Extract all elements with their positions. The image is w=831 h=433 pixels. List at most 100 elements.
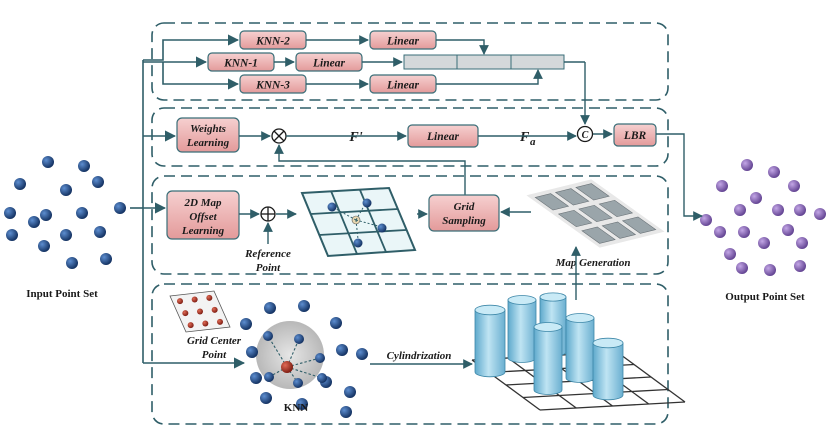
output-point [750,192,762,204]
knn-neighbor [294,334,304,344]
knn-point [264,302,276,314]
output-point [758,237,770,249]
f-prime-label: F' [348,130,362,145]
input-point [60,229,72,241]
input-point [6,229,18,241]
knn-neighbor [293,378,303,388]
knn-point [240,318,252,330]
svg-text:Linear: Linear [426,131,459,143]
map-offset-learning-block: 2D Map Offset Learning [166,190,240,240]
svg-text:Linear: Linear [312,58,345,70]
output-point [700,214,712,226]
knn-point [296,398,308,410]
knn-point [246,346,258,358]
map-cell [598,199,634,218]
cylinder-top [533,322,563,332]
grid-center-dot [211,306,218,313]
cylinder [533,322,563,395]
input-point [114,202,126,214]
knn-link [268,366,288,378]
knn-cluster [240,300,368,418]
reference-point-label-2: Point [256,262,281,274]
knn-1-block: KNN-1 [207,52,275,72]
cylinder [592,337,624,401]
output-point [814,208,826,220]
knn-point [344,386,356,398]
cylinder-body [592,342,624,401]
concat-operator: C [576,125,594,143]
grid-center-dot [177,298,183,305]
grid-center-dot [197,308,203,315]
cylinder-body [474,309,506,378]
map-offset-branch-box [151,175,669,275]
linear-block-weights: Linear [407,124,479,148]
knn-2-block: KNN-2 [239,30,307,50]
input-point [38,240,50,252]
map-cell [554,188,590,206]
cylinder-top [474,304,506,316]
svg-text:KNN-1: KNN-1 [223,58,258,70]
cylinder-top [539,292,567,302]
grid-center-dot [187,322,194,329]
grid-center-point-label-1: Grid Center [187,335,242,347]
output-point [716,180,728,192]
map-cell [534,193,570,211]
floor-grid-line [616,351,686,403]
linear-block-knn2: Linear [369,30,437,50]
cylinder-field [471,292,686,411]
floor-grid-line [539,401,686,411]
svg-text:Learning: Learning [181,225,225,237]
knn-branch-box [151,22,669,101]
knn-point [298,300,310,312]
output-point [714,226,726,238]
grid-sampling-block: Grid Sampling [428,194,500,232]
knn-3-block: KNN-3 [239,74,307,94]
input-point [94,226,106,238]
knn-link [286,366,299,384]
weights-learning-block: Weights Learning [176,117,240,153]
svg-text:a: a [530,136,536,148]
map-cell [557,209,593,228]
f-a-label: F a [519,130,536,148]
input-point [76,207,88,219]
svg-text:C: C [582,130,589,141]
output-point [741,159,753,171]
map-cell [621,216,657,234]
output-point [736,262,748,274]
output-point [768,166,780,178]
output-point [782,224,794,236]
svg-text:LBR: LBR [623,130,647,142]
grid-center-dot [191,296,198,303]
map-cell [601,221,637,239]
grid-center-dot [182,310,189,317]
concat-feature-bar [403,54,565,70]
input-point [100,253,112,265]
cylinder-body [533,326,563,395]
cylinder-body [507,299,537,363]
svg-text:Weights: Weights [190,123,226,135]
cylindrization-label: Cylindrization [387,350,452,362]
output-point-set [700,159,826,276]
input-point [4,207,16,219]
cylinder [565,313,595,383]
output-point [796,237,808,249]
knn-arrows [274,35,543,89]
grid-center-points [169,290,231,333]
knn-neighbor [315,353,325,363]
input-point [42,156,54,168]
cylinder-top [592,337,624,349]
input-trunk [130,34,246,369]
grid-center-dot [217,318,223,325]
svg-text:Sampling: Sampling [442,215,486,227]
svg-text:Linear: Linear [386,80,419,92]
output-point [734,204,746,216]
output-point-set-label: Output Point Set [725,291,805,303]
cylindrization-branch-box [151,283,669,425]
map-offset-arrows [239,207,581,300]
output-point [772,204,784,216]
knn-neighbor [264,372,274,382]
output-point [794,260,806,272]
sampling-grid [300,186,417,258]
cylinder [507,295,537,363]
linear-block-knn1: Linear [295,52,363,72]
